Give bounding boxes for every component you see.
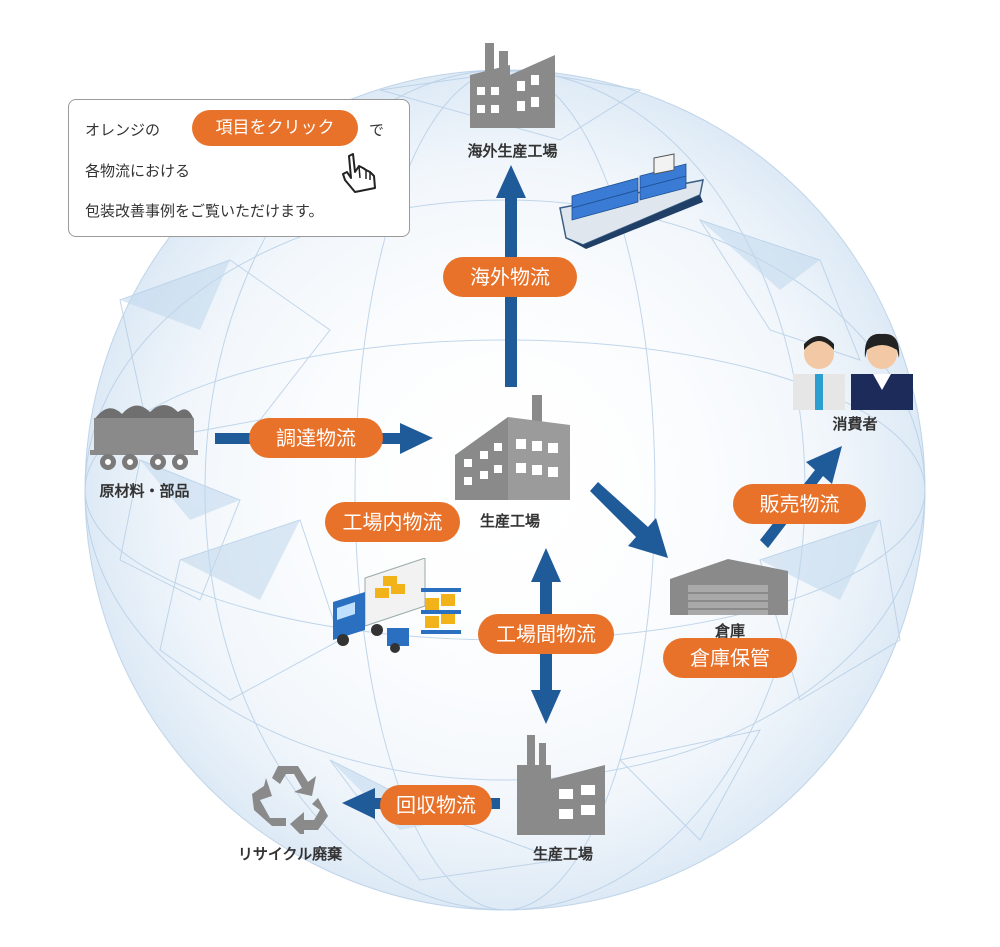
production-factory-icon <box>455 395 570 500</box>
procurement-logistics-button[interactable]: 調達物流 <box>249 418 383 458</box>
warehouse-label: 倉庫 <box>714 622 745 640</box>
consumers-label: 消費者 <box>832 415 878 433</box>
in-factory-logistics-button[interactable]: 工場内物流 <box>325 502 460 542</box>
recycle-label: リサイクル廃棄 <box>237 845 343 863</box>
overseas-factory-label: 海外生産工場 <box>467 142 558 160</box>
sales-logistics-button[interactable]: 販売物流 <box>733 484 866 524</box>
consumers-icon <box>793 333 913 410</box>
instruction-line2: 各物流における <box>85 162 191 180</box>
warehouse-icon <box>670 559 788 615</box>
bottom-factory-icon <box>517 735 605 835</box>
bottom-factory-label: 生産工場 <box>532 845 593 863</box>
instruction-prefix: オレンジの <box>85 121 161 139</box>
overseas-logistics-button[interactable]: 海外物流 <box>443 257 577 297</box>
overseas-factory-icon <box>470 43 555 128</box>
instruction-pill: 項目をクリック <box>192 110 358 146</box>
pointing-hand-icon <box>342 153 376 193</box>
inter-factory-logistics-button[interactable]: 工場間物流 <box>478 614 614 654</box>
truck-warehouse-icon <box>333 558 461 653</box>
instruction-box: オレンジの 項目をクリック で 各物流における 包装改善事例をご覧いただけます。 <box>68 99 410 237</box>
instruction-suffix: で <box>369 121 385 139</box>
container-ship-icon <box>559 153 704 249</box>
instruction-line3: 包装改善事例をご覧いただけます。 <box>85 202 324 220</box>
production-factory-label: 生産工場 <box>479 512 540 530</box>
recycle-icon <box>252 766 328 834</box>
raw-materials-wagon-icon <box>90 405 198 470</box>
warehouse-storage-button[interactable]: 倉庫保管 <box>663 638 797 678</box>
raw-materials-label: 原材料・部品 <box>99 482 190 500</box>
recovery-logistics-button[interactable]: 回収物流 <box>380 785 492 825</box>
